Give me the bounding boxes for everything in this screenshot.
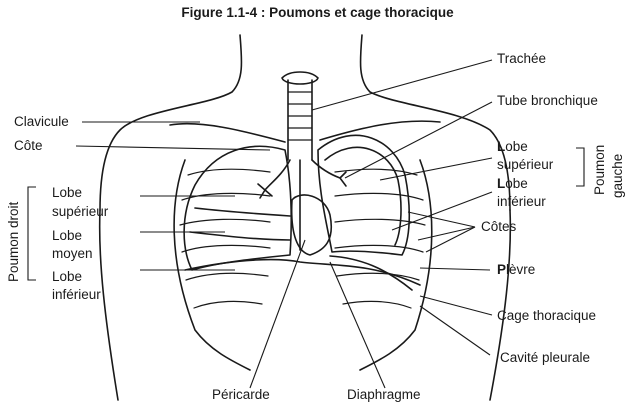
bracket-poumon-gauche xyxy=(576,147,585,187)
leader-cotes-3 xyxy=(425,226,476,253)
label-lobe-sup-gauche-initial: L xyxy=(497,139,506,154)
label-lobe-inf-gauche-initial: L xyxy=(497,176,506,191)
body-side-right xyxy=(489,209,512,401)
leader-cage xyxy=(419,295,493,316)
leader-lobe-inf-gauche xyxy=(391,191,493,231)
leader-plevre xyxy=(419,267,491,271)
label-lobe-sup-gauche-1: Lobe xyxy=(497,138,528,156)
label-poumon-gauche-1: Poumon xyxy=(592,144,607,195)
heart xyxy=(290,194,332,256)
label-diaphragme: Diaphragme xyxy=(347,387,421,402)
larynx xyxy=(281,71,319,85)
ribs-right xyxy=(334,168,426,309)
leader-trachee xyxy=(311,59,493,111)
label-lobe-moyen-1: Lobe xyxy=(52,228,83,243)
left-lung-inner xyxy=(324,146,402,246)
label-cote: Côte xyxy=(14,138,43,153)
leader-cavite xyxy=(419,305,491,356)
label-poumon-gauche-2: gauche xyxy=(610,153,625,198)
label-lobe-moyen-2: moyen xyxy=(52,246,93,261)
rib-cage-right xyxy=(359,159,433,371)
label-lobe-sup-gauche-2: supérieur xyxy=(497,157,554,172)
left-bronchus xyxy=(311,159,347,187)
right-bronchus xyxy=(257,159,291,199)
ribs-left xyxy=(179,168,271,309)
clavicle-left xyxy=(169,122,286,143)
label-lobe-sup-gauche-rest: obe xyxy=(505,139,528,154)
trachea xyxy=(287,79,313,161)
bracket-poumon-droit xyxy=(27,186,36,281)
label-pericarde: Péricarde xyxy=(212,387,270,402)
diaphragm xyxy=(184,258,421,286)
label-cage-thoracique: Cage thoracique xyxy=(497,308,597,323)
leader-tube-bronchique xyxy=(344,101,493,179)
label-lobe-sup-droit-2: supérieur xyxy=(52,204,109,219)
label-plevre-rest: lèvre xyxy=(506,262,536,277)
leader-diaphragme xyxy=(329,261,386,389)
leader-lines xyxy=(27,59,585,389)
label-cavite-pleurale: Cavité pleurale xyxy=(500,350,591,365)
right-lung-fissure-1 xyxy=(194,207,291,217)
label-trachee: Trachée xyxy=(497,51,547,66)
body-outline-left xyxy=(99,34,243,211)
leader-cote xyxy=(75,145,271,151)
label-lobe-inf-droit-2: inférieur xyxy=(52,287,101,302)
rib-cage-left xyxy=(173,159,251,371)
figure-title: Figure 1.1-4 : Poumons et cage thoraciqu… xyxy=(181,5,454,20)
clavicle-right xyxy=(319,120,441,141)
leader-pericarde xyxy=(249,239,306,389)
pleural-line xyxy=(329,255,413,291)
label-poumon-droit: Poumon droit xyxy=(6,201,21,282)
label-plevre: Plèvre xyxy=(497,261,535,279)
body-outline-right xyxy=(359,34,511,211)
left-lung xyxy=(317,134,411,256)
label-tube-bronchique: Tube bronchique xyxy=(497,93,598,108)
label-clavicule: Clavicule xyxy=(14,114,69,129)
leader-cotes-1 xyxy=(407,211,476,228)
trachea-rings xyxy=(287,91,313,141)
label-lobe-inf-gauche-rest: obe xyxy=(505,176,528,191)
label-lobe-inf-droit-1: Lobe xyxy=(52,269,83,284)
label-cotes: Côtes xyxy=(481,219,517,234)
leader-cotes-2 xyxy=(417,226,476,241)
label-lobe-inf-gauche-2: inférieur xyxy=(497,194,546,209)
label-lobe-inf-gauche-1: Lobe xyxy=(497,175,528,193)
label-lobe-sup-droit-1: Lobe xyxy=(52,185,83,200)
body-side-left xyxy=(98,209,119,401)
leader-lobe-sup-gauche xyxy=(379,157,493,181)
right-lung-fissure-2 xyxy=(189,231,291,241)
label-plevre-initial: P xyxy=(497,262,507,277)
